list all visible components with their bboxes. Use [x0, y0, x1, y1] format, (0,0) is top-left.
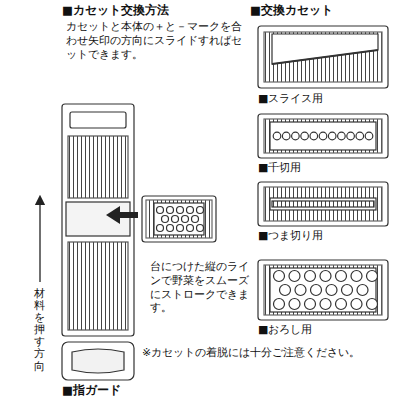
section-heading: ■交換カセット	[250, 3, 395, 17]
cassette-tsuma	[258, 182, 388, 226]
instruction-text: カセットと本体の＋と－マークを合わせ矢印の方向にスライドすればセットできます。	[66, 20, 244, 61]
cassette-name: ■スライス用	[258, 92, 388, 106]
note-text: 台につけた縦のラインで野菜をスムーズにストロークできます。	[150, 260, 254, 315]
slicer-body	[62, 104, 134, 336]
cassette-name: ■千切用	[258, 161, 388, 175]
cassette-julienne	[258, 114, 388, 158]
caution-note: ※カセットの着脱には十分ご注意ください。	[142, 346, 398, 360]
push-arrow	[39, 200, 40, 282]
direction-label: 材料を押す方向	[34, 288, 45, 373]
finger-guard	[62, 342, 134, 380]
section-heading: ■カセット交換方法	[62, 3, 242, 17]
cassette-insert	[142, 196, 216, 242]
insert-arrow	[106, 206, 138, 224]
cassette-name: ■つま切り用	[258, 229, 388, 243]
cassette-name: ■おろし用	[258, 323, 388, 337]
part-name: ■指ガード	[62, 383, 192, 397]
cassette-grater	[258, 260, 388, 320]
cassette-slice	[258, 26, 388, 88]
